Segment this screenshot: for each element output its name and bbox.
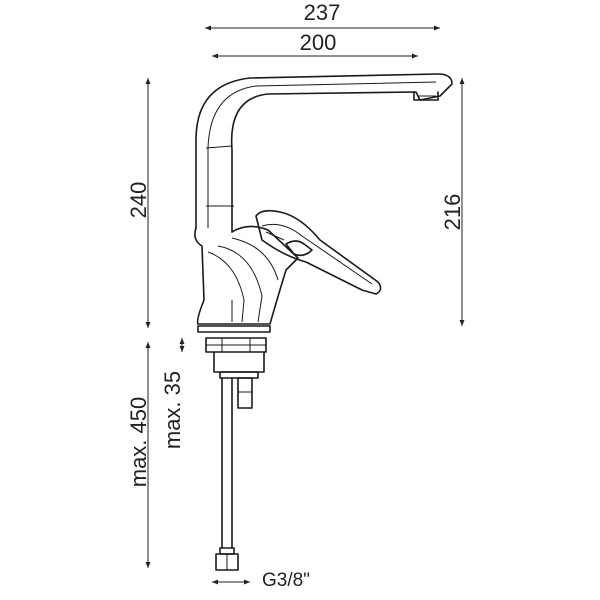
dimension-max-35: max. 35 <box>160 338 185 449</box>
dimension-200-label: 200 <box>300 30 337 55</box>
dimension-max-450-label: max. 450 <box>126 397 151 488</box>
spout-outer <box>195 73 453 233</box>
dimension-g38-label: G3/8" <box>262 570 310 591</box>
dimension-max-450: max. 450 <box>126 342 151 568</box>
aerator <box>413 91 439 101</box>
dimension-237: 237 <box>205 0 440 31</box>
dimension-216: 216 <box>440 78 465 326</box>
spout-inner-line <box>207 81 437 228</box>
threaded-shank <box>213 351 265 373</box>
shank-nut <box>237 377 253 409</box>
dimension-237-label: 237 <box>304 0 341 25</box>
faucet-body <box>194 73 453 571</box>
dimension-240-label: 240 <box>126 182 151 219</box>
dimension-max-35-label: max. 35 <box>160 371 185 449</box>
deck-seal <box>197 325 271 333</box>
dimension-216-label: 216 <box>440 194 465 231</box>
hose-fitting <box>219 547 235 555</box>
dimension-g38: G3/8" <box>212 570 310 591</box>
supply-hose <box>221 377 233 549</box>
body-base <box>194 225 299 325</box>
lever-handle <box>255 209 382 295</box>
dimension-240: 240 <box>126 78 151 328</box>
mounting-flange <box>205 337 267 353</box>
dimension-200: 200 <box>212 30 418 59</box>
